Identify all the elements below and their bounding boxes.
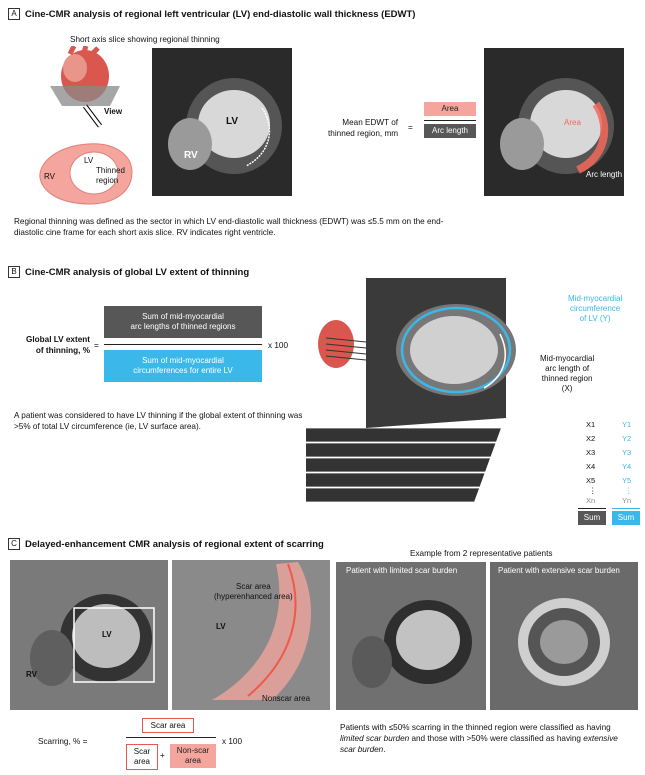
x-item-dots: ⋮ [589, 486, 597, 495]
de-mri-full [10, 560, 168, 710]
fraction-bar-a [424, 120, 476, 121]
section-b-header: B Cine-CMR analysis of global LV extent … [8, 266, 249, 278]
x-sum-bar [578, 508, 606, 509]
desc-part-3: and those with >50% were classified as h… [409, 734, 583, 743]
fraction-bar-c [126, 737, 216, 738]
nonscar-area-box: Non-scar area [170, 744, 216, 768]
view-label: View [104, 107, 122, 116]
y-item-3: Y3 [622, 448, 631, 457]
y-item-5: Y5 [622, 476, 631, 485]
schematic-rv-label: RV [44, 172, 55, 181]
section-c-letter: C [8, 538, 20, 550]
slice-caption: Short axis slice showing regional thinni… [70, 34, 220, 45]
sum-x-box: Sum [578, 511, 606, 525]
stacked-slices [306, 278, 586, 518]
x-item-n: Xn [586, 496, 595, 505]
x-item-1: X1 [586, 420, 595, 429]
section-a-letter: A [8, 8, 20, 20]
heart-illustration [40, 46, 140, 141]
times-100-c: x 100 [222, 736, 242, 747]
de-rv-label: RV [26, 670, 37, 679]
section-a-title: Cine-CMR analysis of regional left ventr… [25, 9, 415, 20]
denominator-box: Sum of mid-myocardial circumferences for… [104, 350, 262, 382]
limited-scar-label: Patient with limited scar burden [346, 566, 457, 575]
extensive-scar-mri [490, 562, 638, 710]
section-a-header: A Cine-CMR analysis of regional left ven… [8, 8, 415, 20]
fraction-bar-b [104, 344, 262, 345]
y-item-2: Y2 [622, 434, 631, 443]
y-item-4: Y4 [622, 462, 631, 471]
section-a-description: Regional thinning was defined as the sec… [14, 216, 454, 238]
section-b-letter: B [8, 266, 20, 278]
times-100-b: x 100 [268, 340, 288, 351]
img-area-label: Area [564, 118, 581, 127]
scar-area-label: Scar area (hyperenhanced area) [214, 582, 293, 602]
desc-part-5: . [383, 745, 385, 754]
x-item-4: X4 [586, 462, 595, 471]
img-arc-label: Arc length [586, 170, 622, 179]
schematic-lv-label: LV [84, 156, 93, 165]
nonscar-area-label: Nonscar area [262, 694, 310, 703]
y-item-1: Y1 [622, 420, 631, 429]
zoom-lv-label: LV [216, 622, 226, 631]
plus-sign: + [160, 750, 165, 761]
arc-length-box: Arc length [424, 124, 476, 138]
y-item-dots: ⋮ [625, 486, 633, 495]
section-c-description: Patients with ≤50% scarring in the thinn… [340, 722, 630, 755]
section-c-header: C Delayed-enhancement CMR analysis of re… [8, 538, 324, 550]
mri-short-axis [152, 48, 292, 196]
section-c-title: Delayed-enhancement CMR analysis of regi… [25, 539, 324, 550]
extensive-scar-label: Patient with extensive scar burden [498, 566, 620, 575]
mean-edwt-label: Mean EDWT of thinned region, mm [328, 117, 398, 139]
y-item-n: Yn [622, 496, 631, 505]
x-item-5: X5 [586, 476, 595, 485]
mid-circumference-label: Mid-myocardial circumference of LV (Y) [568, 294, 622, 324]
section-b-description: A patient was considered to have LV thin… [14, 410, 304, 432]
de-lv-label: LV [102, 630, 112, 639]
desc-part-1: Patients with ≤50% scarring in the thinn… [340, 723, 611, 732]
scar-area-box: Scar area [142, 718, 194, 733]
x-item-3: X3 [586, 448, 595, 457]
scarring-label: Scarring, % = [38, 736, 87, 747]
scar-area-box-2: Scar area [126, 744, 158, 770]
mri-rv-label: RV [184, 150, 198, 161]
global-extent-label: Global LV extent of thinning, % [16, 334, 90, 356]
mri-lv-label: LV [226, 116, 238, 127]
mid-arc-label: Mid-myocardial arc length of thinned reg… [540, 354, 594, 394]
limited-scar-mri [336, 562, 486, 710]
area-box: Area [424, 102, 476, 116]
example-caption: Example from 2 representative patients [410, 548, 552, 559]
thinned-region-label: Thinned region [96, 166, 125, 186]
sum-y-box: Sum [612, 511, 640, 525]
equals-a: = [408, 122, 413, 133]
equals-b: = [94, 340, 99, 351]
x-item-2: X2 [586, 434, 595, 443]
y-sum-bar [612, 508, 640, 509]
numerator-box: Sum of mid-myocardial arc lengths of thi… [104, 306, 262, 338]
desc-limited: limited scar burden [340, 734, 409, 743]
section-b-title: Cine-CMR analysis of global LV extent of… [25, 267, 249, 278]
